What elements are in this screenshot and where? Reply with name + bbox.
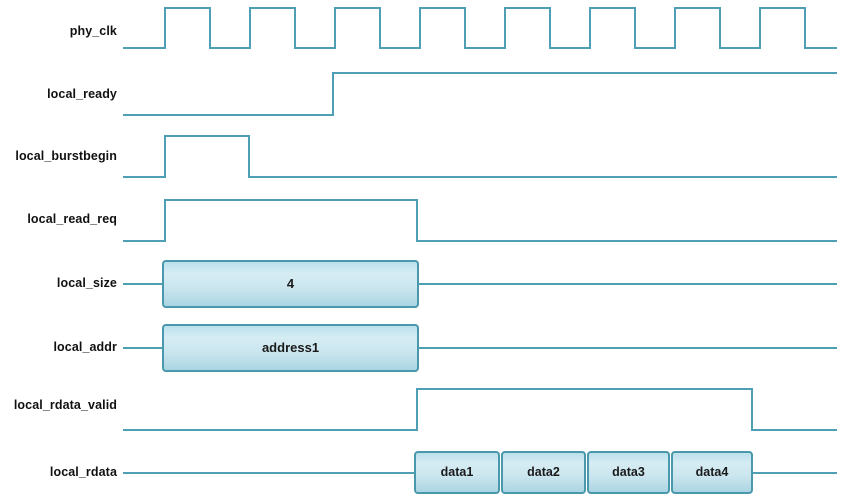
- signal-label-local_size: local_size: [56, 276, 117, 290]
- bus-cell-local_size-0: [162, 260, 419, 308]
- waveform-local_burstbegin: [123, 135, 837, 178]
- signal-label-local_addr: local_addr: [53, 340, 117, 354]
- bus-cell-local_rdata-1: [501, 451, 586, 494]
- bus-cell-local_addr-0: [162, 324, 419, 372]
- waveform-local_ready: [123, 72, 837, 116]
- signal-label-local_rdata_valid: local_rdata_valid: [13, 398, 117, 412]
- signal-label-phy_clk: phy_clk: [69, 24, 117, 38]
- signal-label-local_burstbegin: local_burstbegin: [15, 149, 117, 163]
- signal-label-local_ready: local_ready: [47, 87, 117, 101]
- bus-cell-local_rdata-2: [587, 451, 670, 494]
- waveform-local_read_req: [123, 199, 837, 242]
- waveform-phy_clk: [123, 7, 837, 49]
- signal-label-local_rdata: local_rdata: [49, 465, 117, 479]
- bus-cell-local_rdata-3: [671, 451, 753, 494]
- waves-layer: [123, 7, 837, 494]
- bus-cell-local_rdata-0: [414, 451, 500, 494]
- signal-label-local_read_req: local_read_req: [27, 212, 117, 226]
- waveform-local_rdata_valid: [123, 388, 837, 431]
